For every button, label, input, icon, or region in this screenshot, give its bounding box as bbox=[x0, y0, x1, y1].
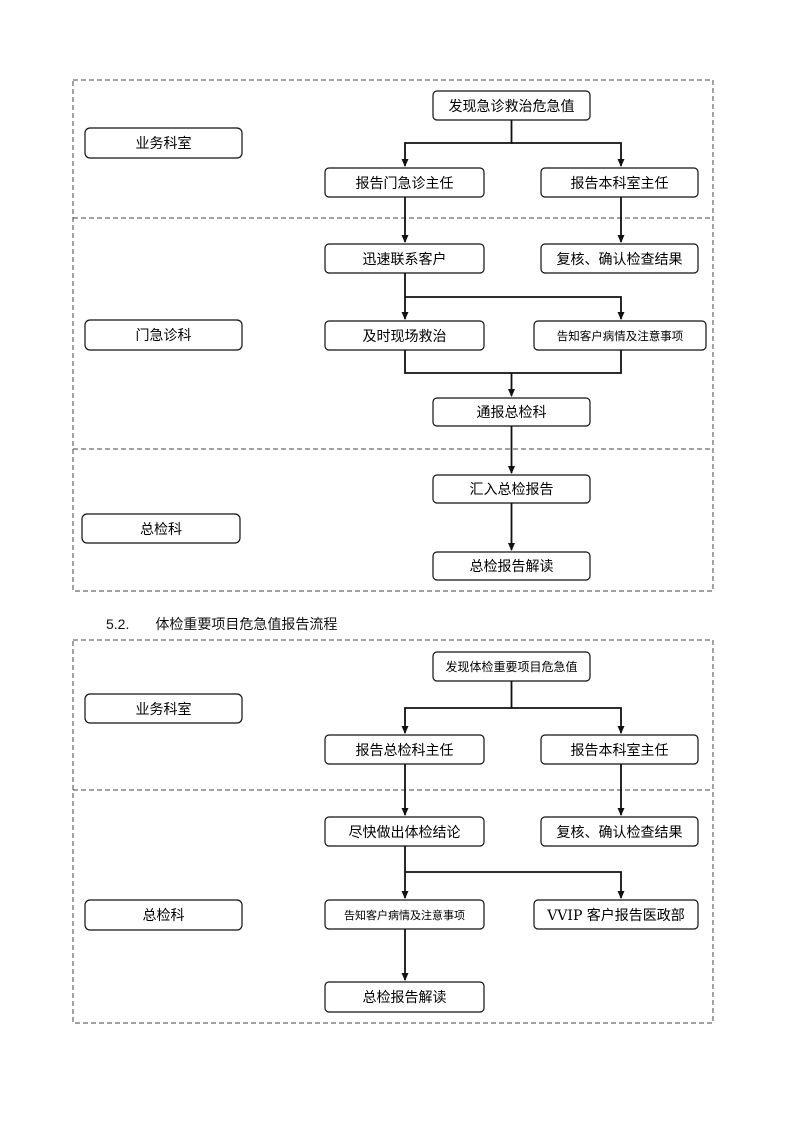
flow2-container bbox=[72, 639, 714, 1024]
svg-text:尽快做出体检结论: 尽快做出体检结论 bbox=[349, 825, 461, 841]
svg-text:VVIP 客户报告医政部: VVIP 客户报告医政部 bbox=[546, 907, 685, 924]
svg-text:汇入总检报告: 汇入总检报告 bbox=[470, 482, 554, 498]
svg-text:发现急诊救治危急值: 发现急诊救治危急值 bbox=[449, 99, 575, 115]
section-number: 5.2. bbox=[106, 616, 130, 632]
connector bbox=[405, 296, 625, 320]
node-notify-general-check: 通报总检科 bbox=[432, 397, 591, 427]
lane-label-business-2: 业务科室 bbox=[84, 693, 243, 724]
node-recheck-result: 复核、确认检查结果 bbox=[540, 243, 699, 274]
node-interpret-report-2: 总检报告解读 bbox=[324, 981, 485, 1013]
connector bbox=[404, 350, 622, 374]
node-report-general-head: 报告总检科主任 bbox=[324, 734, 485, 765]
node-report-er-head: 报告门急诊主任 bbox=[324, 167, 485, 198]
svg-text:业务科室: 业务科室 bbox=[136, 701, 192, 718]
node-report-dept-head-2: 报告本科室主任 bbox=[540, 734, 699, 765]
svg-text:报告本科室主任: 报告本科室主任 bbox=[571, 742, 669, 759]
section-heading: 5.2. 体检重要项目危急值报告流程 bbox=[106, 614, 337, 634]
svg-text:总检科: 总检科 bbox=[143, 908, 185, 924]
node-report-dept-head: 报告本科室主任 bbox=[540, 167, 699, 198]
svg-text:复核、确认检查结果: 复核、确认检查结果 bbox=[557, 251, 683, 268]
node-recheck-result-2: 复核、确认检查结果 bbox=[540, 816, 699, 847]
section-title: 体检重要项目危急值报告流程 bbox=[155, 618, 338, 633]
node-onsite-treatment: 及时现场救治 bbox=[324, 320, 485, 351]
node-inform-client-2: 告知客户病情及注意事项 bbox=[324, 899, 485, 930]
flow1-container bbox=[72, 79, 714, 592]
connector bbox=[401, 120, 513, 167]
svg-text:复核、确认检查结果: 复核、确认检查结果 bbox=[557, 824, 683, 841]
flow2-connectors bbox=[401, 681, 625, 981]
svg-text:总检报告解读: 总检报告解读 bbox=[470, 558, 554, 575]
svg-text:发现体检重要项目危急值: 发现体检重要项目危急值 bbox=[445, 659, 577, 674]
svg-text:及时现场救治: 及时现场救治 bbox=[363, 329, 447, 345]
node-contact-client: 迅速联系客户 bbox=[324, 243, 485, 274]
connector bbox=[401, 681, 513, 734]
svg-text:迅速联系客户: 迅速联系客户 bbox=[363, 251, 447, 268]
connector bbox=[405, 871, 625, 899]
connector bbox=[511, 707, 625, 734]
lane-label-general-check-2: 总检科 bbox=[84, 899, 243, 931]
lane-label-business: 业务科室 bbox=[84, 127, 243, 159]
svg-text:总检科: 总检科 bbox=[140, 522, 182, 538]
svg-text:报告总检科主任: 报告总检科主任 bbox=[356, 743, 454, 759]
node-vvip-report: VVIP 客户报告医政部 bbox=[533, 899, 699, 930]
svg-text:业务科室: 业务科室 bbox=[136, 135, 192, 152]
lane-label-general-check: 总检科 bbox=[81, 513, 241, 544]
svg-text:告知客户病情及注意事项: 告知客户病情及注意事项 bbox=[557, 329, 684, 343]
node-inform-client: 告知客户病情及注意事项 bbox=[533, 320, 707, 351]
svg-text:报告门急诊主任: 报告门急诊主任 bbox=[356, 176, 454, 192]
flow1-connectors bbox=[401, 120, 625, 551]
svg-text:门急诊科: 门急诊科 bbox=[136, 328, 192, 344]
node-make-conclusion: 尽快做出体检结论 bbox=[324, 816, 485, 847]
node-interpret-report: 总检报告解读 bbox=[432, 551, 591, 581]
svg-text:告知客户病情及注意事项: 告知客户病情及注意事项 bbox=[344, 908, 465, 922]
svg-text:总检报告解读: 总检报告解读 bbox=[363, 989, 447, 1006]
node-merge-report: 汇入总检报告 bbox=[432, 474, 591, 504]
connector bbox=[511, 142, 625, 167]
lane-label-emergency: 门急诊科 bbox=[84, 319, 243, 351]
svg-text:报告本科室主任: 报告本科室主任 bbox=[571, 175, 669, 192]
node-discover-emergency: 发现急诊救治危急值 bbox=[432, 90, 591, 121]
svg-text:通报总检科: 通报总检科 bbox=[477, 405, 547, 421]
node-discover-important-item: 发现体检重要项目危急值 bbox=[432, 651, 591, 682]
